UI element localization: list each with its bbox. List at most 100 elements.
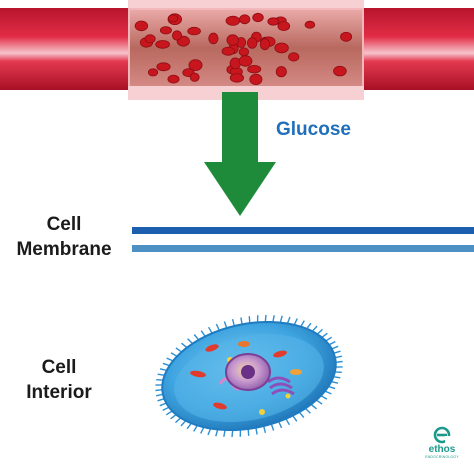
red-blood-cell xyxy=(238,55,253,67)
red-blood-cell xyxy=(275,66,287,78)
red-blood-cell xyxy=(340,31,353,42)
blood-vessel xyxy=(0,0,474,100)
cilium xyxy=(333,376,341,379)
red-blood-cell xyxy=(189,72,200,82)
glucose-label: Glucose xyxy=(276,119,351,140)
cilium xyxy=(331,380,339,384)
cilium xyxy=(321,332,328,338)
red-blood-cell xyxy=(221,46,235,56)
cilium xyxy=(175,417,182,424)
red-blood-cell xyxy=(288,52,300,62)
cilium xyxy=(311,325,318,332)
cilium xyxy=(328,340,336,346)
red-blood-cell xyxy=(249,73,263,86)
ethos-logo: ethos ENDOCRINOLOGY xyxy=(420,426,464,466)
cilium xyxy=(157,398,165,402)
red-blood-cell xyxy=(225,15,241,26)
cell-illustration xyxy=(155,314,343,438)
cell-membrane-label-line2: Membrane xyxy=(16,239,112,260)
red-blood-cell xyxy=(168,14,179,23)
red-blood-cell xyxy=(277,21,291,32)
cell-interior-label: Cell Interior xyxy=(4,355,114,405)
cilium xyxy=(155,389,163,392)
red-blood-cell xyxy=(167,74,180,84)
cilium xyxy=(215,323,220,331)
red-blood-cell xyxy=(156,62,171,72)
cilium xyxy=(231,319,235,327)
cell-membrane-label: Cell Membrane xyxy=(0,212,128,262)
cilium xyxy=(325,336,333,342)
cilium xyxy=(320,395,328,400)
cilium xyxy=(200,426,205,434)
cilium xyxy=(335,360,343,363)
red-blood-cell xyxy=(333,65,347,77)
red-blood-cell xyxy=(134,20,149,32)
red-blood-cell xyxy=(247,64,262,74)
cell-membrane-label-line1: Cell xyxy=(46,214,82,235)
cell-cilia xyxy=(155,314,343,438)
red-blood-cell xyxy=(144,34,156,44)
red-blood-cell xyxy=(171,30,182,41)
cilium xyxy=(286,316,291,324)
red-blood-cell xyxy=(188,59,203,71)
cilium xyxy=(175,347,183,353)
cilium xyxy=(293,318,298,326)
red-blood-cell xyxy=(274,42,289,54)
cell-interior-label-line2: Interior xyxy=(26,382,92,403)
red-blood-cells xyxy=(134,12,353,86)
cilium xyxy=(328,385,336,390)
cilium xyxy=(170,414,177,420)
cilium xyxy=(306,322,312,330)
red-blood-cell xyxy=(304,20,316,29)
cilium xyxy=(292,415,298,422)
cilium xyxy=(157,373,165,376)
red-blood-cell xyxy=(246,37,258,49)
membrane-outer-bar xyxy=(132,227,474,234)
cilium xyxy=(247,428,250,436)
cilium xyxy=(248,316,251,324)
cilium xyxy=(162,406,170,412)
cilium xyxy=(165,410,173,416)
cilium xyxy=(272,315,275,323)
cilium xyxy=(270,423,275,431)
cilium xyxy=(333,350,341,354)
cilium xyxy=(166,357,174,362)
ethos-logo-icon xyxy=(433,426,451,444)
cilium xyxy=(316,328,323,335)
logo-subtitle: ENDOCRINOLOGY xyxy=(425,455,459,459)
red-blood-cell xyxy=(259,38,270,51)
cilium xyxy=(159,368,167,372)
cilium xyxy=(278,421,283,429)
cilium xyxy=(186,422,192,430)
cilium xyxy=(162,362,170,367)
cilium xyxy=(223,429,226,437)
cilium xyxy=(240,317,243,325)
cilium xyxy=(315,399,323,405)
red-blood-cell xyxy=(239,14,251,25)
cilium xyxy=(300,320,305,327)
cilium xyxy=(263,425,267,433)
red-blood-cell xyxy=(187,26,201,36)
red-blood-cell xyxy=(229,73,244,83)
cilium xyxy=(170,352,178,357)
logo-name: ethos xyxy=(428,444,456,455)
cilium xyxy=(215,429,219,437)
cilium xyxy=(155,393,164,397)
cilium xyxy=(207,428,212,436)
red-blood-cell xyxy=(267,17,280,26)
red-blood-cell xyxy=(208,32,219,45)
cilium xyxy=(193,425,198,432)
cilium xyxy=(334,355,343,359)
cilium xyxy=(200,330,206,337)
red-blood-cell xyxy=(226,34,239,46)
cilium xyxy=(181,342,188,349)
cilium xyxy=(159,402,167,407)
cilium xyxy=(223,321,228,329)
cilium xyxy=(324,390,332,395)
cilium xyxy=(180,420,187,427)
cell-interior-label-line1: Cell xyxy=(41,357,77,378)
cilium xyxy=(279,315,283,323)
red-blood-cell xyxy=(159,26,172,35)
membrane-inner-bar xyxy=(132,245,474,252)
red-blood-cell xyxy=(238,47,250,57)
